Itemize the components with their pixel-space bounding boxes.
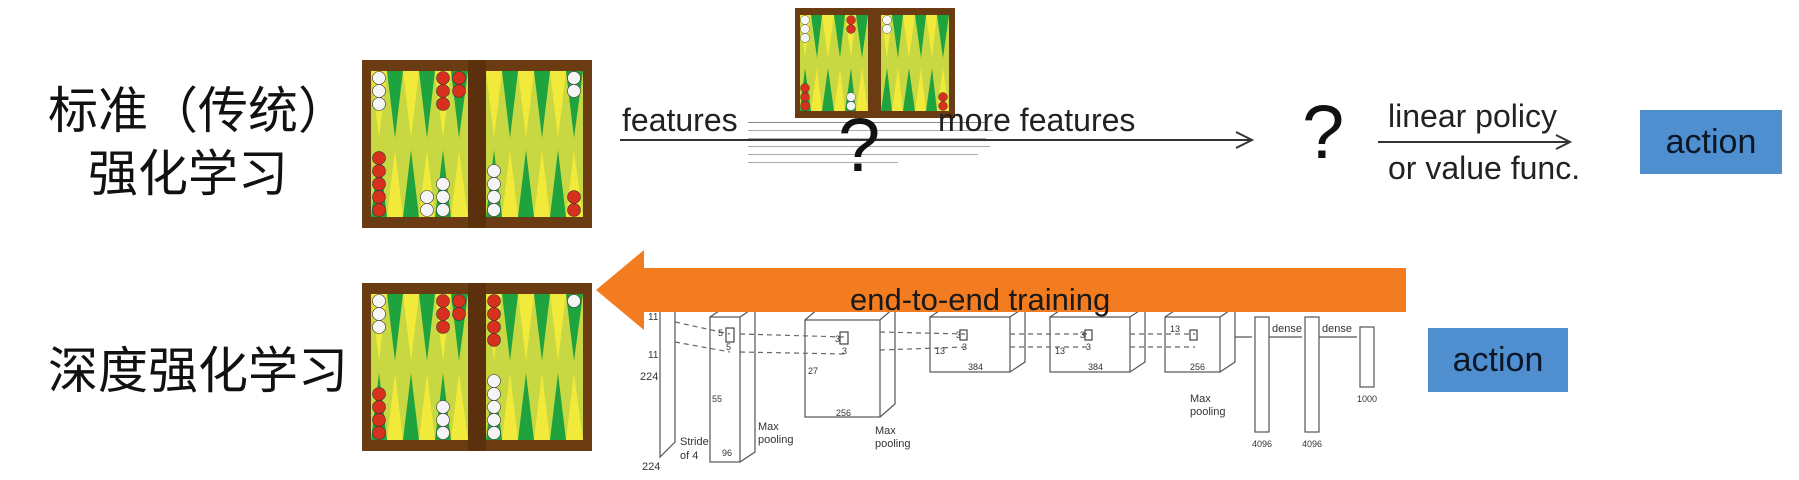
cnn-label-c3-depth: 384: [968, 362, 983, 372]
cnn-label-k3d: 3: [962, 342, 967, 352]
cnn-label-k5a: 5: [718, 328, 723, 338]
cnn-label-k3a: 3: [835, 334, 840, 344]
backgammon-board-small: [795, 8, 955, 118]
standard-rl-label-line1: 标准（传统）: [48, 82, 348, 140]
training-label: end-to-end training: [850, 282, 1111, 317]
cnn-label-k3b: 3: [842, 346, 847, 356]
cnn-label-pool3b: pooling: [1190, 406, 1225, 418]
cnn-label-c4-depth: 384: [1088, 362, 1103, 372]
cnn-label-dense1: dense: [1272, 323, 1302, 335]
cnn-label-pool2b: pooling: [875, 438, 910, 450]
cnn-label-k5b: 5: [726, 342, 731, 352]
cnn-label-c3-size: 13: [935, 346, 945, 356]
cnn-label-c4-size: 13: [1055, 346, 1065, 356]
cnn-label-k3e: 3: [1080, 330, 1085, 340]
cnn-label-k11: 11: [648, 350, 659, 361]
cnn-label-k11b: 11: [648, 312, 659, 323]
cnn-label-fc2: 4096: [1302, 439, 1322, 449]
deep-rl-label: 深度强化学习: [48, 342, 348, 400]
cnn-label-c2-size: 27: [808, 366, 818, 376]
cnn-label-c1-depth: 96: [722, 448, 732, 458]
cnn-label-k3f: 3: [1086, 342, 1091, 352]
more-features-label: more features: [938, 102, 1136, 138]
policy-label-line2: or value func.: [1388, 150, 1581, 186]
cnn-label-fc1: 4096: [1252, 439, 1272, 449]
cnn-label-c5-size: 13: [1170, 324, 1180, 334]
cnn-label-c5-depth: 256: [1190, 362, 1205, 372]
action-box-top: action: [1640, 110, 1782, 174]
cnn-label-pool1b: pooling: [758, 434, 793, 446]
cnn-label-stride2: of 4: [680, 450, 698, 462]
backgammon-board-bottom: [362, 283, 592, 451]
features-label: features: [622, 102, 738, 138]
cnn-label-stride: Stride: [680, 436, 709, 448]
cnn-label-k3c: 3: [956, 330, 961, 340]
policy-arrow: [1378, 134, 1573, 150]
cnn-label-c2-depth: 256: [836, 408, 851, 418]
cnn-label-dense2: dense: [1322, 323, 1352, 335]
cnn-label-pool3: Max: [1190, 393, 1211, 405]
backgammon-board-top: [362, 60, 592, 228]
policy-label-line1: linear policy: [1388, 98, 1557, 134]
cnn-label-pool1: Max: [758, 421, 779, 433]
training-arrow: [596, 250, 1406, 330]
cnn-label-input-h: 224: [640, 371, 658, 383]
question-mark-1: ?: [838, 103, 881, 188]
cnn-label-pool2: Max: [875, 425, 896, 437]
features-arrow: [620, 131, 1255, 149]
board-graphic-bottom: [362, 283, 592, 451]
action-box-bottom: action: [1428, 328, 1568, 392]
standard-rl-label-line2: 强化学习: [88, 144, 288, 203]
cnn-label-input-w: 224: [642, 461, 660, 473]
question-mark-2: ?: [1302, 90, 1345, 175]
figure-caption: [748, 122, 998, 166]
board-graphic-small: [795, 8, 955, 118]
cnn-label-c1-size: 55: [712, 394, 722, 404]
standard-rl-label: 标准（传统） 强化学习: [48, 80, 348, 205]
cnn-label-fc3: 1000: [1357, 394, 1377, 404]
board-graphic: [362, 60, 592, 228]
